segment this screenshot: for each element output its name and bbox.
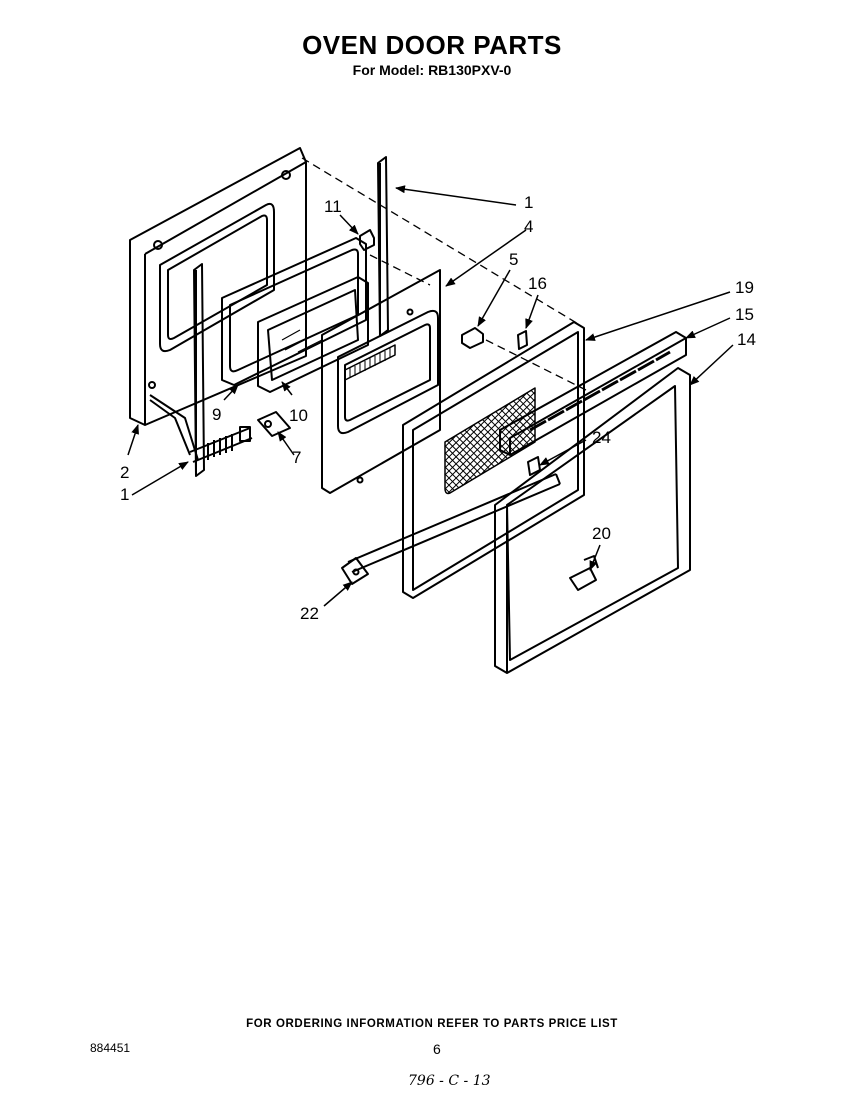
callout-2: 2: [120, 463, 129, 482]
callout-10: 10: [289, 406, 308, 425]
callout-7: 7: [292, 448, 301, 467]
hinge-channel-left: [193, 263, 205, 477]
callout-16: 16: [528, 274, 547, 293]
inner-door-liner: [129, 147, 307, 426]
page-title: OVEN DOOR PARTS: [302, 30, 562, 60]
handle-rod-part-22: [341, 473, 561, 585]
bracket-part-24: [527, 456, 541, 476]
clip-part-11: [359, 229, 375, 251]
handwritten-note: 796 - C - 13: [408, 1073, 491, 1089]
callout-4: 4: [524, 217, 533, 236]
callout-1-top: 1: [524, 193, 533, 212]
callout-5: 5: [509, 250, 518, 269]
bracket-part-7: [257, 411, 291, 437]
alignment-lines: [301, 157, 587, 391]
callout-1-left: 1: [120, 485, 129, 504]
hinge-assembly: [149, 394, 253, 463]
callout-14: 14: [737, 330, 756, 349]
door-frame-part-14: [494, 367, 691, 674]
inner-glass-part-10: [257, 276, 369, 393]
callout-9: 9: [212, 405, 221, 424]
hinge-channel-right: [377, 156, 389, 337]
clip-part-16: [517, 330, 528, 350]
callout-11: 11: [324, 197, 342, 216]
callout-15: 15: [735, 305, 754, 324]
insulation-panel-part-4: [321, 269, 441, 494]
model-subtitle: For Model: RB130PXV-0: [352, 62, 512, 78]
vent-trim-part-15: [499, 331, 687, 456]
callout-24: 24: [592, 428, 611, 447]
callout-19: 19: [735, 278, 754, 297]
callout-labels: 1 4 11 5 16 19 15 14 9 10 2 7 1 24 20 22: [120, 193, 756, 623]
leader-lines: [127, 185, 734, 607]
clip-part-5: [461, 327, 484, 349]
document-number: 884451: [90, 1041, 131, 1055]
ordering-info-note: FOR ORDERING INFORMATION REFER TO PARTS …: [246, 1018, 618, 1030]
page-number: 6: [433, 1041, 441, 1057]
callout-22: 22: [300, 604, 319, 623]
window-frame-part-9: [221, 237, 367, 386]
callout-20: 20: [592, 524, 611, 543]
